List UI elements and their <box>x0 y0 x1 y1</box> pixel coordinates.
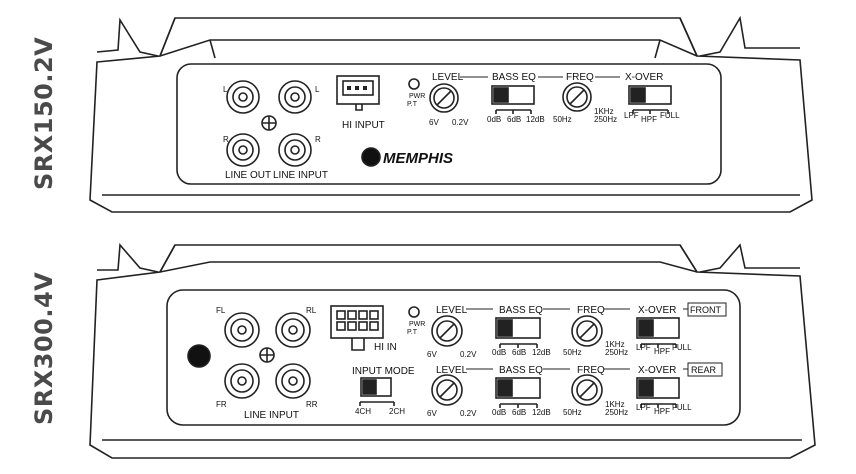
top-jack-l1: L <box>223 85 228 94</box>
top-hi-input: HI INPUT <box>342 120 385 131</box>
top-full: FULL <box>660 111 680 120</box>
bottom-front-bass-switch <box>495 317 541 348</box>
bottom-2ch: 2CH <box>389 407 405 416</box>
top-bass-0: 0dB <box>487 115 501 124</box>
bottom-rear-freq-knob <box>571 374 603 406</box>
bottom-4ch: 4CH <box>355 407 371 416</box>
bottom-rl: RL <box>306 306 317 315</box>
bottom-rear-freq-min: 50Hz <box>563 408 582 417</box>
top-amp-body <box>89 15 813 213</box>
top-xover: X-OVER <box>625 72 663 83</box>
bottom-rear-xover-switch <box>636 377 680 408</box>
top-bass-6: 6dB <box>507 115 521 124</box>
bottom-front-freq-min: 50Hz <box>563 348 582 357</box>
bottom-front-freq-max: 250Hz <box>605 348 628 357</box>
bottom-rear-level-max: 0.2V <box>460 409 477 418</box>
bottom-fl: FL <box>216 306 226 315</box>
bottom-front-bass-eq: BASS EQ <box>499 305 543 316</box>
top-pt-label: P.T <box>407 101 418 108</box>
top-freq-knob <box>562 82 592 112</box>
bottom-rear-bass-eq: BASS EQ <box>499 365 543 376</box>
bottom-front-level-knob <box>431 315 463 347</box>
bottom-input-mode: INPUT MODE <box>352 366 415 377</box>
bottom-front-label: FRONT <box>690 305 721 315</box>
bottom-pt-label: P.T <box>407 329 418 336</box>
bottom-rca-jacks <box>224 312 311 399</box>
top-freq-max: 250Hz <box>594 115 617 124</box>
top-line-input: LINE INPUT <box>273 170 328 181</box>
bottom-pwr-led <box>408 306 420 318</box>
bottom-amp-body <box>89 243 816 459</box>
bottom-rear-freq: FREQ <box>577 365 605 376</box>
bottom-front-freq-mid: 1KHz <box>605 340 625 349</box>
bottom-front-hpf: HPF <box>654 347 670 356</box>
top-pwr-led <box>408 78 420 90</box>
bottom-front-level-max: 0.2V <box>460 350 477 359</box>
bottom-input-mode-switch <box>359 377 395 406</box>
top-brand: MEMPHIS <box>383 150 453 167</box>
bottom-fr: FR <box>216 400 227 409</box>
top-level: LEVEL <box>432 72 464 83</box>
rear-box <box>687 362 723 377</box>
top-freq: FREQ <box>566 72 594 83</box>
top-hpf: HPF <box>641 115 657 124</box>
top-memphis-logo-mark <box>361 147 381 167</box>
top-bass-eq: BASS EQ <box>492 72 536 83</box>
bottom-front-full: FULL <box>672 343 692 352</box>
bottom-front-level-min: 6V <box>427 350 437 359</box>
top-level-knob <box>429 83 459 113</box>
bottom-rr: RR <box>306 400 318 409</box>
bottom-line-input: LINE INPUT <box>244 410 299 421</box>
bottom-rear-level: LEVEL <box>436 365 468 376</box>
bottom-rear-level-knob <box>431 374 463 406</box>
bottom-rear-freq-mid: 1KHz <box>605 400 625 409</box>
top-bass-switch <box>491 85 535 114</box>
bottom-rear-lpf: LPF <box>636 403 651 412</box>
top-freq-min: 50Hz <box>553 115 572 124</box>
top-bass-12: 12dB <box>526 115 545 124</box>
bottom-front-bass-0: 0dB <box>492 348 506 357</box>
bottom-rear-label: REAR <box>691 365 717 375</box>
bottom-hi-in-connector <box>330 305 384 351</box>
bottom-rear-freq-max: 250Hz <box>605 408 628 417</box>
bottom-front-freq-knob <box>571 315 603 347</box>
top-rca-jacks <box>226 80 312 167</box>
top-level-max: 0.2V <box>452 118 469 127</box>
top-jack-r1: R <box>223 135 229 144</box>
bottom-hi-in: HI IN <box>374 342 397 353</box>
bottom-front-bass-12: 12dB <box>532 348 551 357</box>
bottom-rear-hpf: HPF <box>654 407 670 416</box>
front-box <box>687 302 727 317</box>
top-level-min: 6V <box>429 118 439 127</box>
bottom-front-bass-6: 6dB <box>512 348 526 357</box>
bottom-logo-badge <box>187 344 211 368</box>
bottom-rear-full: FULL <box>672 403 692 412</box>
top-xover-switch <box>628 85 672 114</box>
bottom-rear-bass-switch <box>495 377 541 408</box>
bottom-pwr-label: PWR <box>409 321 425 328</box>
bottom-front-xover: X-OVER <box>638 305 676 316</box>
bottom-rear-bass-6: 6dB <box>512 408 526 417</box>
bottom-front-freq: FREQ <box>577 305 605 316</box>
top-freq-mid: 1KHz <box>594 107 614 116</box>
top-hi-input-connector <box>336 75 380 111</box>
bottom-rear-xover: X-OVER <box>638 365 676 376</box>
bottom-rear-bass-12: 12dB <box>532 408 551 417</box>
bottom-front-level: LEVEL <box>436 305 468 316</box>
top-pwr-label: PWR <box>409 93 425 100</box>
bottom-front-lpf: LPF <box>636 343 651 352</box>
top-jack-l2: L <box>315 85 320 94</box>
top-jack-r2: R <box>315 135 321 144</box>
bottom-rear-bass-0: 0dB <box>492 408 506 417</box>
top-line-out: LINE OUT <box>225 170 271 181</box>
bottom-front-xover-switch <box>636 317 680 348</box>
bottom-rear-level-min: 6V <box>427 409 437 418</box>
top-lpf: LPF <box>624 111 639 120</box>
